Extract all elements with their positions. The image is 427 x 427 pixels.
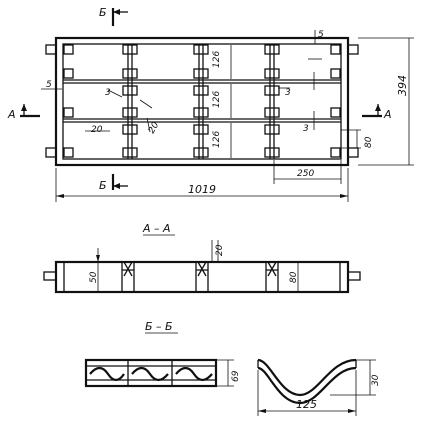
horizontal-ribs <box>63 79 341 123</box>
plan-view: 394 1019 250 126 126 126 5 5 3 3 3 20 20 <box>7 6 414 202</box>
dim-69: 69 <box>231 370 241 382</box>
section-marker-b-bottom: Б <box>99 174 128 192</box>
wave-2 <box>131 366 169 382</box>
section-a-a-body <box>54 260 350 294</box>
lug-top-right <box>347 44 359 55</box>
wave-1 <box>89 366 125 382</box>
dim-250: 250 <box>297 169 314 179</box>
section-b-b: Б – Б 69 <box>84 320 241 388</box>
dim-126-a: 126 <box>212 51 222 68</box>
section-b-b-body <box>84 358 218 388</box>
svg-text:Б: Б <box>99 179 107 192</box>
lug-bottom-right <box>347 147 359 158</box>
dim-80: 80 <box>364 136 374 148</box>
svg-text:А: А <box>7 108 16 121</box>
dim-3-a: 3 <box>105 88 111 98</box>
section-marker-b-top: Б <box>99 6 128 26</box>
dim-height: 394 <box>358 37 414 166</box>
section-marker-a-left: А <box>7 104 40 121</box>
dim-20-aa: 20 <box>215 244 225 256</box>
wave-3 <box>175 366 213 382</box>
plan-dimension-lines <box>41 30 361 158</box>
section-marker-a-right: А <box>362 104 392 121</box>
dim-394: 394 <box>396 75 409 96</box>
section-b-b-title: Б – Б <box>145 320 173 333</box>
dim-125: 125 <box>296 398 317 411</box>
dim-20-a: 20 <box>91 125 103 135</box>
wave-detail: 30 125 <box>257 358 381 416</box>
dim-5-left: 5 <box>46 80 52 90</box>
section-a-a-title: А – А <box>142 222 171 235</box>
wave-profile-inner <box>257 366 357 405</box>
dim-30: 30 <box>371 374 381 386</box>
dim-5-top: 5 <box>318 30 324 40</box>
wave-profile-outer <box>257 358 357 397</box>
dim-width: 1019 <box>55 168 349 202</box>
lug-top-left <box>45 44 57 55</box>
section-a-a-ribs <box>121 261 279 293</box>
dim-126-c: 126 <box>212 131 222 148</box>
plan-outer-frame <box>54 36 350 167</box>
svg-text:А: А <box>383 108 392 121</box>
dim-3-c: 3 <box>303 124 309 134</box>
dim-cell: 250 <box>273 160 342 184</box>
dim-126-b: 126 <box>212 91 222 108</box>
dim-80-aa: 80 <box>289 271 299 283</box>
dim-1019: 1019 <box>188 183 216 196</box>
section-a-a: А – А 50 20 80 <box>43 222 361 294</box>
vertical-ribs <box>127 44 275 159</box>
dim-3-b: 3 <box>285 88 291 98</box>
svg-text:Б: Б <box>99 6 107 19</box>
dim-50: 50 <box>89 271 99 283</box>
plan-inner-frame <box>62 43 342 160</box>
rib-bosses <box>63 44 341 158</box>
lug-bottom-left <box>45 147 57 158</box>
